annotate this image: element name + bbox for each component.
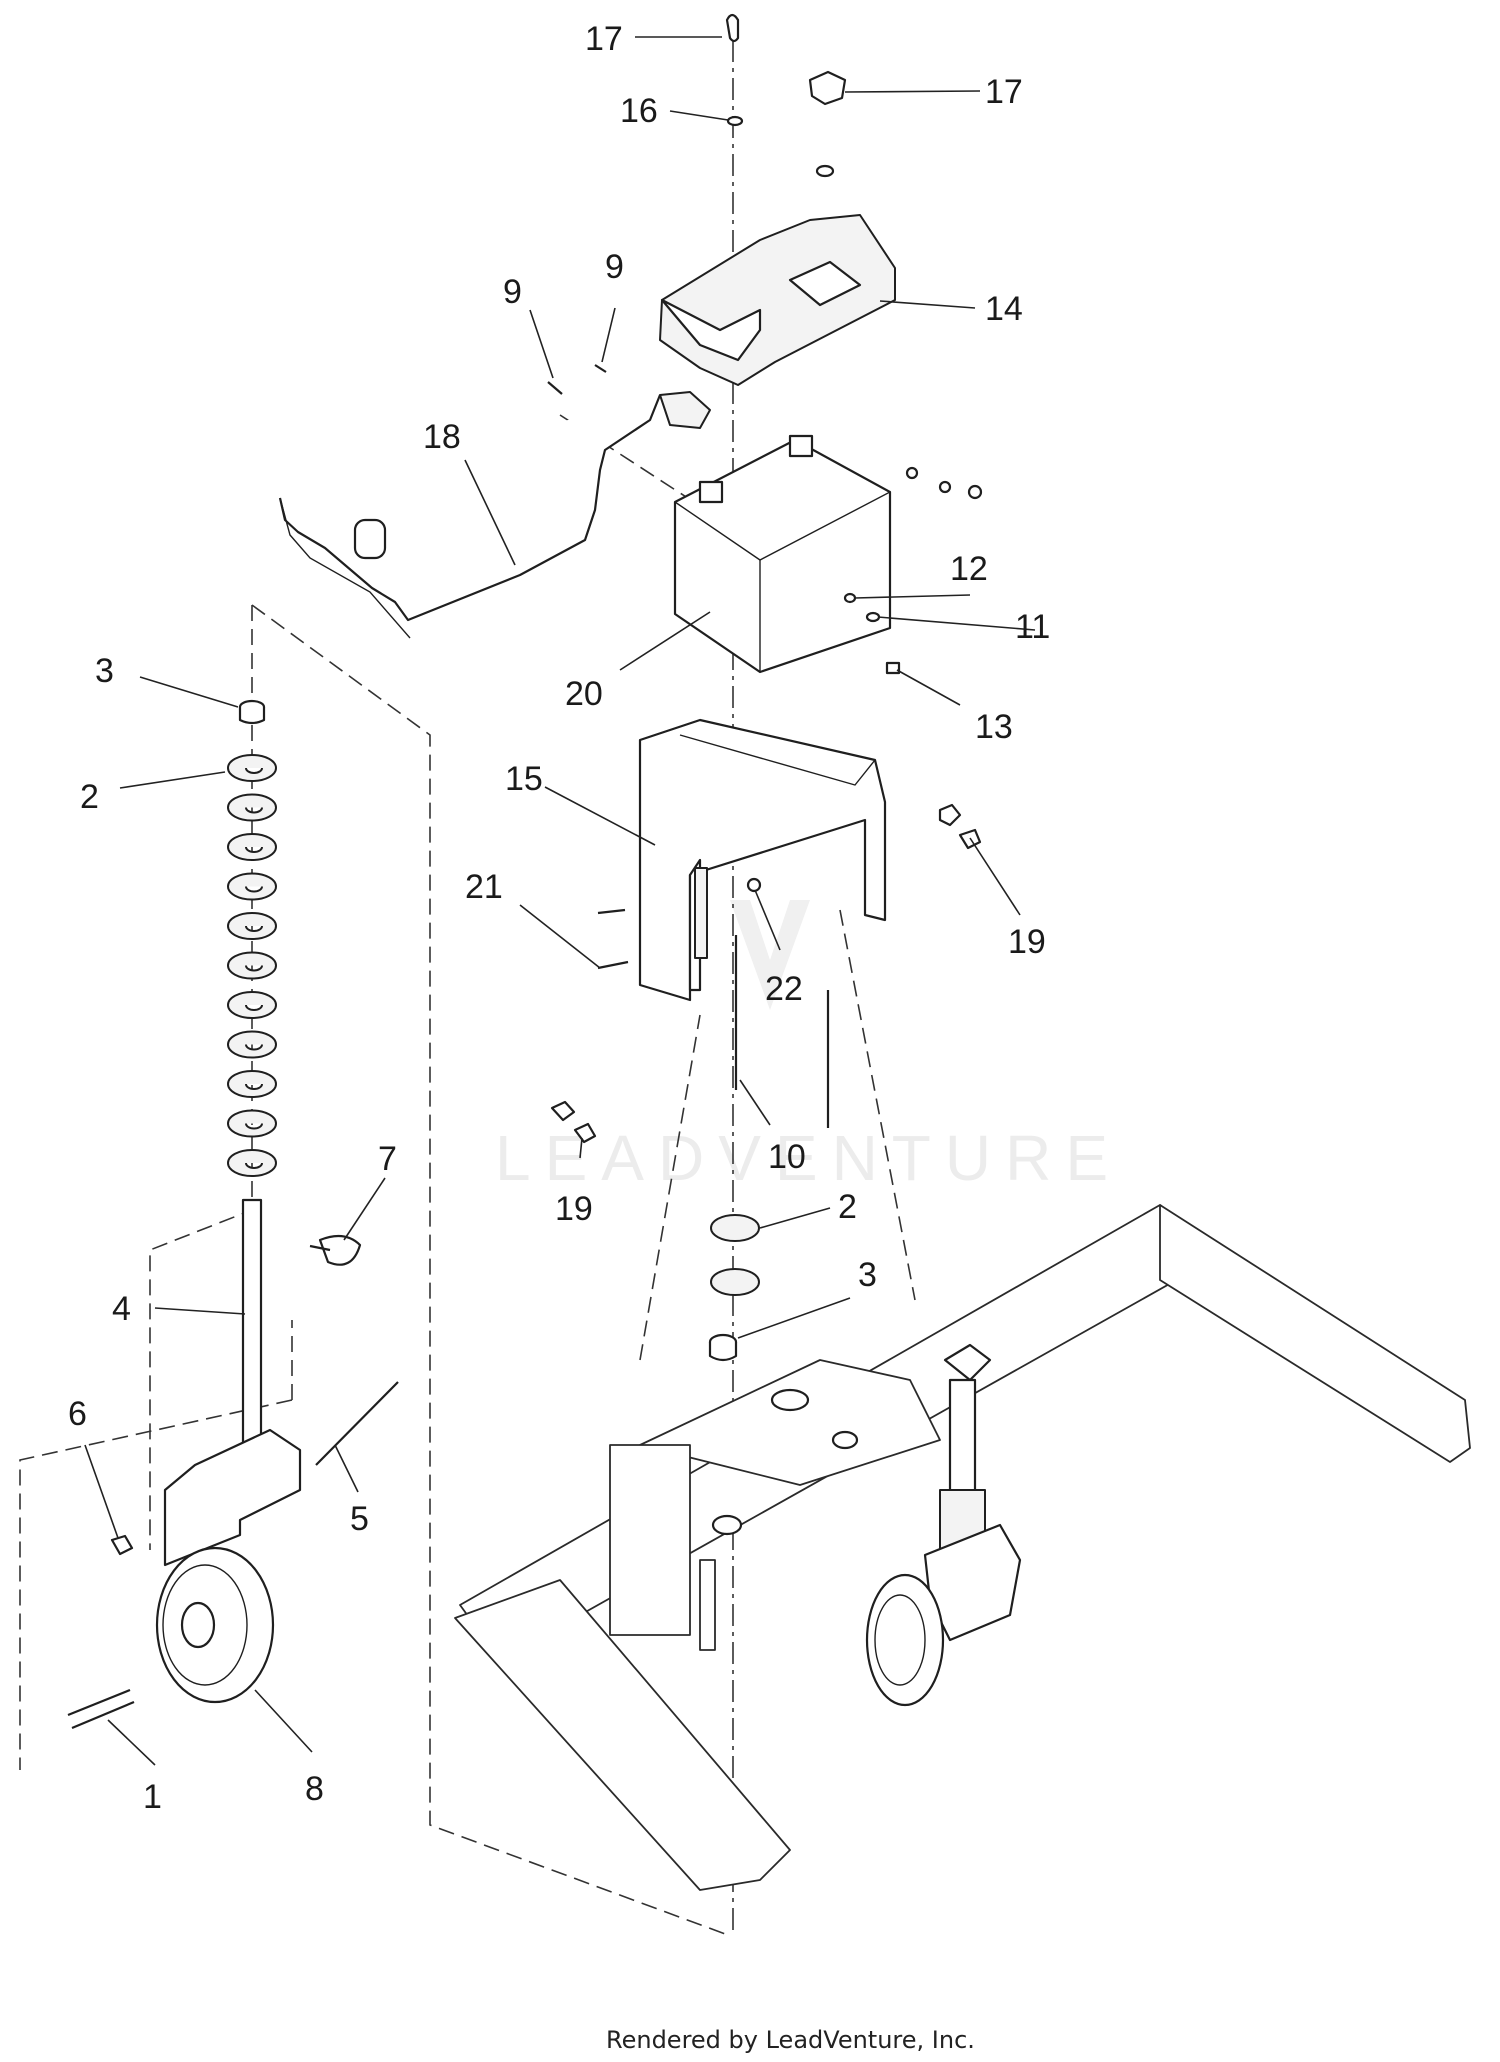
battery-20 (673, 434, 983, 674)
clip-17-top (725, 13, 740, 43)
callout-9-right: 9 (605, 248, 624, 286)
wire-harness-18 (278, 391, 711, 639)
callout-4: 4 (112, 1290, 131, 1328)
bushing-3-left (238, 699, 266, 725)
washer-16 (726, 115, 835, 178)
mower-frame-assembly (454, 1204, 1471, 1891)
callout-19-left: 19 (555, 1190, 593, 1228)
spring-washers-2-left (227, 754, 277, 1177)
spring-washer (227, 793, 277, 822)
watermark-text: LEADVENTURE (495, 1122, 1122, 1194)
callout-22: 22 (765, 970, 803, 1008)
callout-3-left: 3 (95, 652, 114, 690)
callout-9-left: 9 (503, 273, 522, 311)
spring-washer (227, 754, 277, 782)
bushing-3-right (708, 1333, 738, 1362)
callout-1: 1 (143, 1778, 162, 1816)
callout-5: 5 (350, 1500, 369, 1538)
bolt-22 (746, 877, 762, 893)
axle-1 (67, 1688, 135, 1730)
callout-15: 15 (505, 760, 543, 798)
callout-12: 12 (950, 550, 988, 588)
bolts-21 (597, 908, 629, 970)
leader-lines (84, 36, 1036, 1766)
callout-7: 7 (378, 1140, 397, 1178)
callout-21: 21 (465, 868, 503, 906)
bolts-9 (547, 364, 607, 395)
battery-bracket-15 (638, 718, 887, 1002)
callout-11: 11 (1015, 608, 1050, 646)
spring-washer (227, 991, 277, 1019)
callout-17-right: 17 (985, 73, 1023, 111)
callout-19-right: 19 (1008, 923, 1046, 961)
assembled-caster-right (865, 1378, 1022, 1707)
rods-10 (734, 935, 830, 1128)
spring-washer (227, 912, 277, 940)
spring-washer (227, 1109, 277, 1138)
caster-stem-4 (241, 1198, 263, 1462)
spring-washer (227, 872, 277, 901)
spring-washers-2-right (710, 1214, 760, 1296)
nut-6 (110, 1534, 134, 1556)
callout-6: 6 (68, 1395, 87, 1433)
callout-2-left: 2 (80, 778, 99, 816)
render-credit: Rendered by LeadVenture, Inc. (606, 2026, 975, 2054)
callout-2-right: 2 (838, 1188, 857, 1226)
callout-16: 16 (620, 92, 658, 130)
spring-washer (227, 1070, 277, 1098)
callout-20: 20 (565, 675, 603, 713)
spring-washer (227, 833, 277, 861)
battery-cover-14 (659, 214, 896, 386)
callout-13: 13 (975, 708, 1013, 746)
callout-10: 10 (768, 1138, 806, 1176)
spring-washer (227, 1149, 277, 1177)
spring-washer (227, 951, 277, 980)
caster-fork (163, 1428, 302, 1567)
bolt-5 (315, 1381, 399, 1466)
callout-17-top: 17 (585, 20, 623, 58)
callout-8: 8 (305, 1770, 324, 1808)
caster-wheel-8 (155, 1546, 275, 1704)
callout-labels: 17 17 16 14 9 9 18 12 11 13 20 3 2 15 21… (68, 20, 1050, 1816)
callout-3-right: 3 (858, 1256, 877, 1294)
clip-7 (309, 1234, 362, 1266)
clip-17-right (808, 70, 847, 106)
callout-18: 18 (423, 418, 461, 456)
callout-14: 14 (985, 290, 1023, 328)
watermark: LEADVENTURE (495, 900, 1122, 1194)
spring-washer (227, 1030, 277, 1059)
